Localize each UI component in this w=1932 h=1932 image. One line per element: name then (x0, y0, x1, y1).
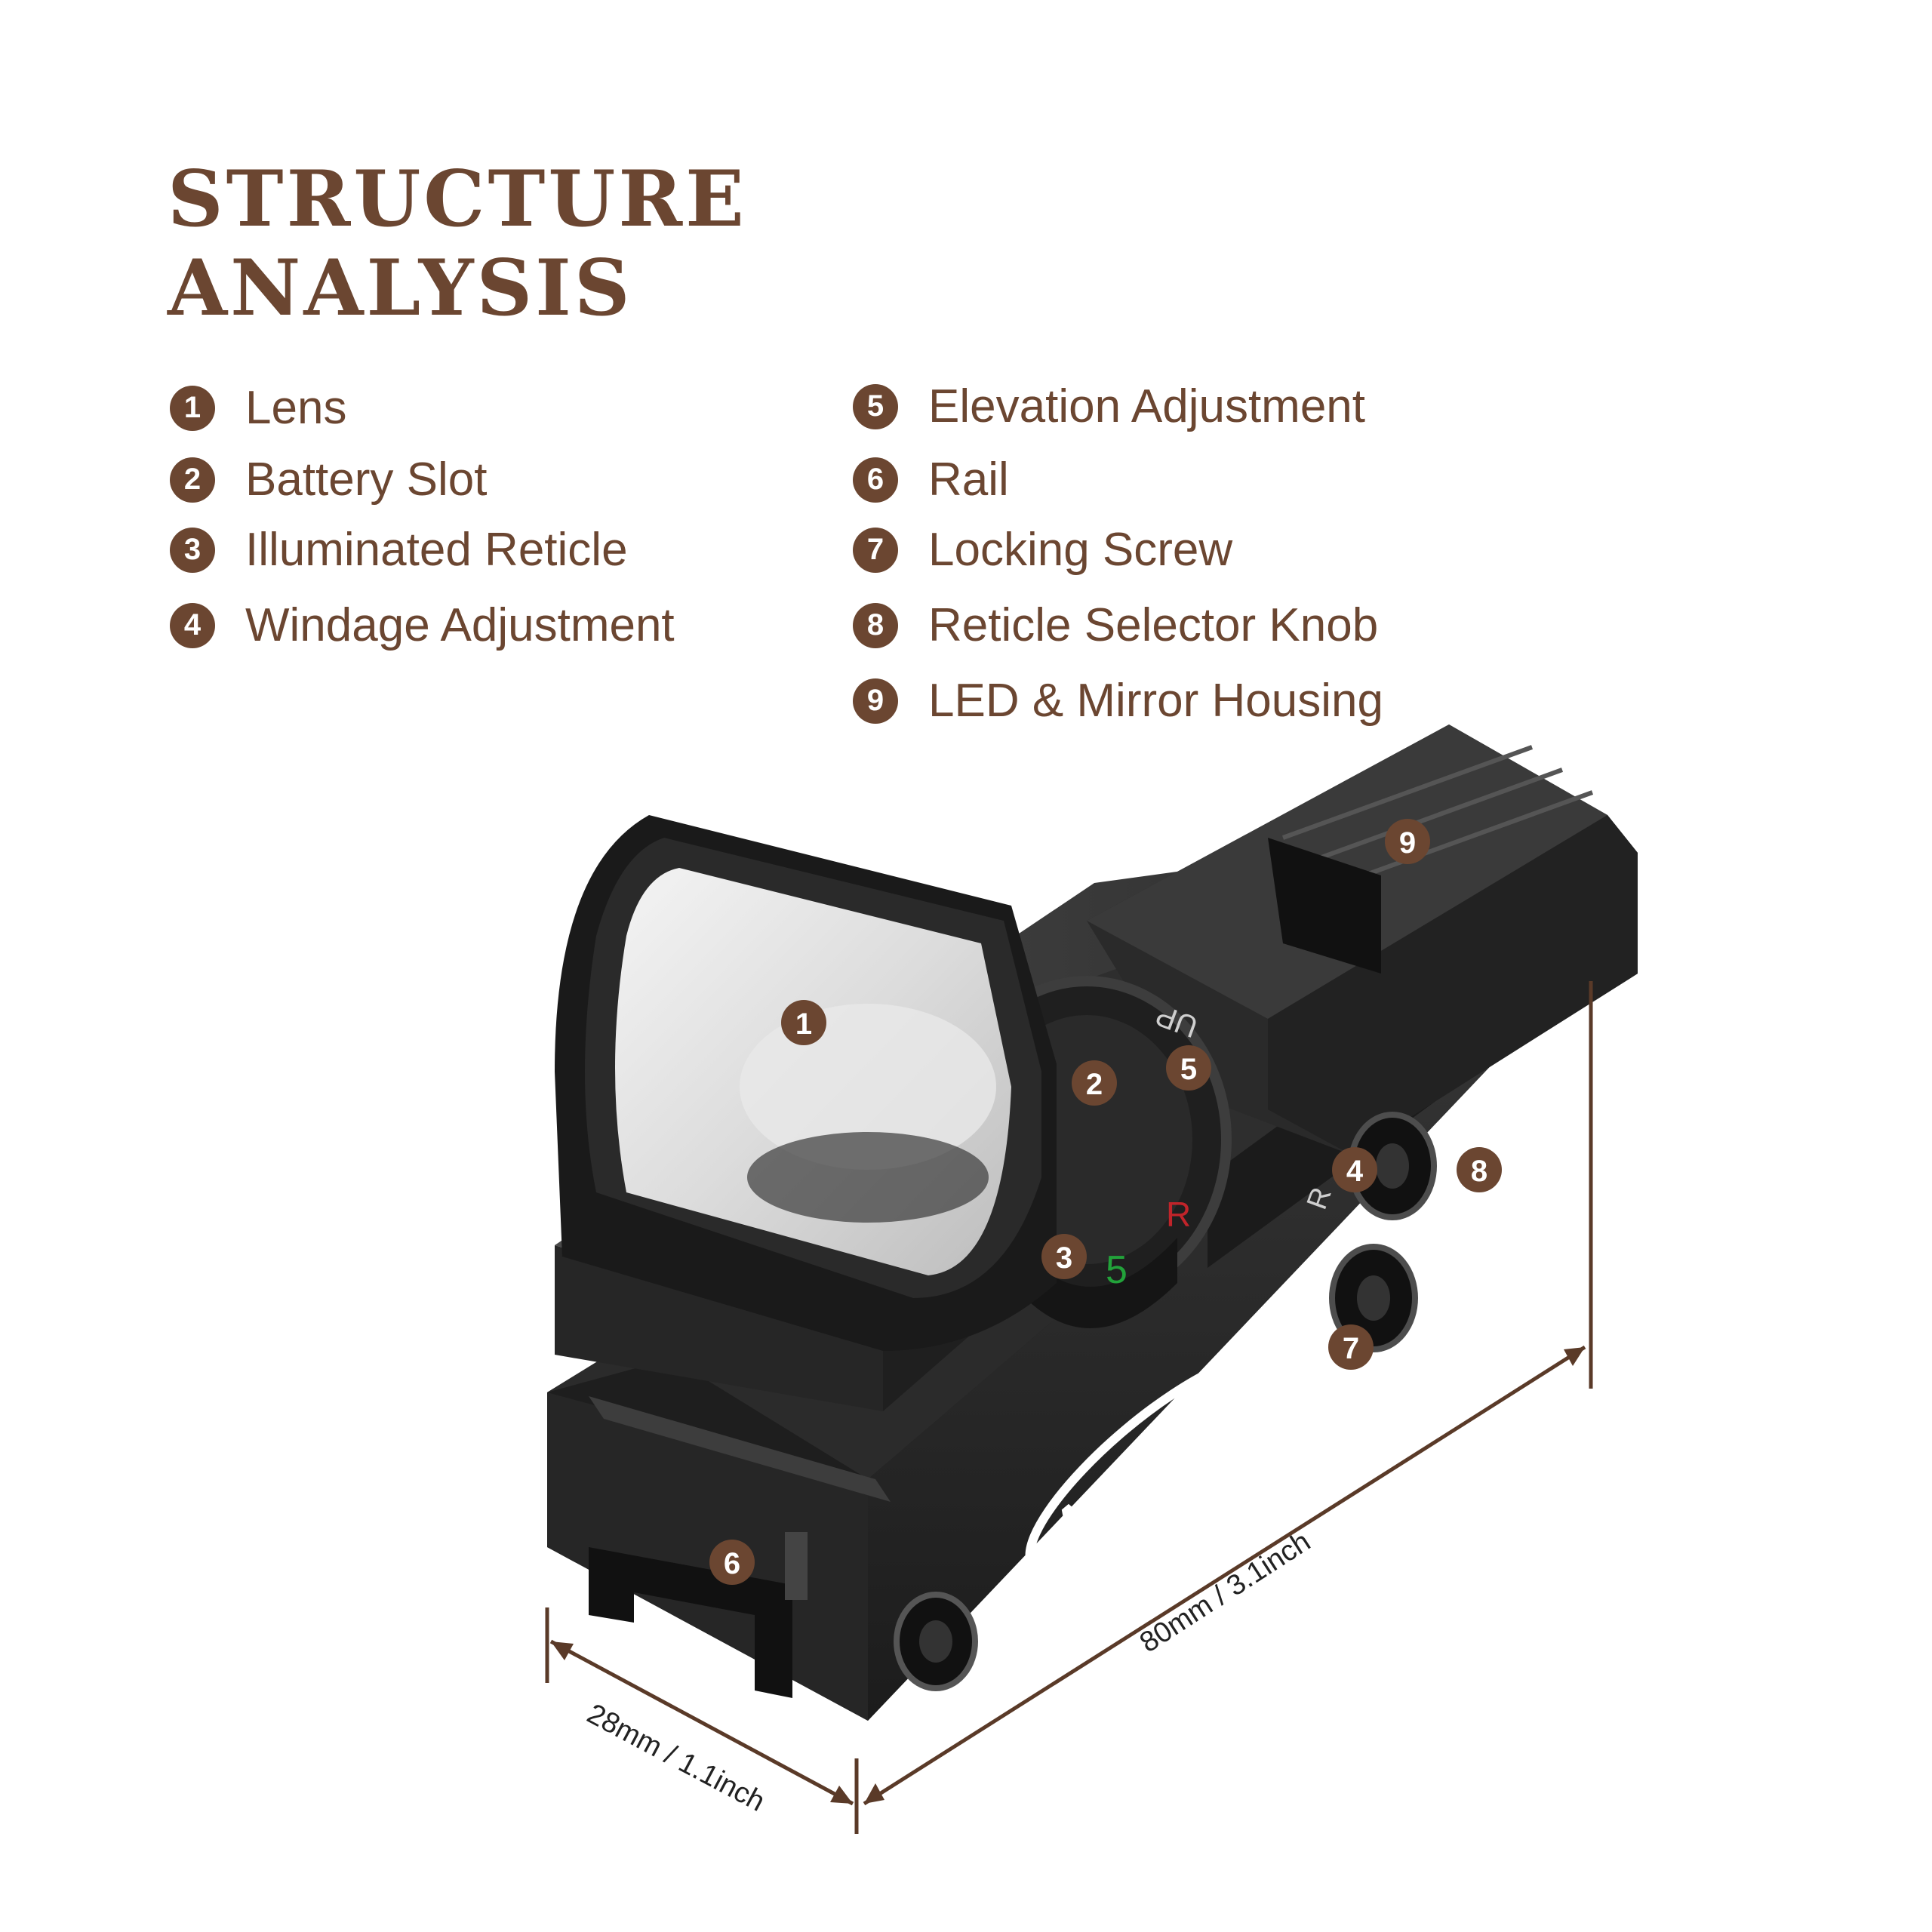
callout-8: 8 (1457, 1147, 1502, 1192)
callout-7: 7 (1328, 1324, 1374, 1370)
dial-number: 5 (1106, 1248, 1128, 1292)
callout-4: 4 (1332, 1147, 1377, 1192)
legend-label: Illuminated Reticle (245, 524, 628, 576)
length-dimension-line (863, 1345, 1586, 1806)
legend-label: Windage Adjustment (245, 599, 675, 651)
legend-label: Elevation Adjustment (928, 380, 1366, 432)
lens-frame (555, 815, 1057, 1351)
locking-screw (1329, 1244, 1418, 1352)
length-dimension-label: 80mm / 3.1inch (1134, 1526, 1316, 1660)
rail-screw (894, 1592, 978, 1691)
dimension-lines (545, 981, 1593, 1834)
led-mirror-housing (1087, 724, 1638, 1155)
legend-number: 3 (170, 527, 215, 573)
legend-number: 7 (853, 527, 898, 573)
legend-item-locking-screw: 7 Locking Screw (853, 523, 1232, 577)
title-line-2: ANALYSIS (168, 243, 633, 334)
legend-number: 5 (853, 383, 898, 429)
callout-number: 4 (1346, 1155, 1364, 1188)
legend-number: 4 (170, 602, 215, 648)
callout-1: 1 (781, 1000, 826, 1045)
callout-number: 6 (724, 1547, 740, 1580)
legend-number: 1 (170, 385, 215, 431)
callout-6: 6 (709, 1540, 755, 1585)
legend-item-led-mirror-housing: 9 LED & Mirror Housing (853, 674, 1383, 728)
legend-label: LED & Mirror Housing (928, 675, 1383, 727)
callout-number: 1 (795, 1008, 812, 1041)
callout-number: 9 (1399, 826, 1416, 860)
callout-number: 2 (1086, 1068, 1103, 1101)
legend-item-elevation-adjustment: 5 Elevation Adjustment (853, 380, 1365, 433)
legend-item-rail: 6 Rail (853, 453, 1009, 506)
callout-9: 9 (1385, 819, 1430, 864)
legend-number: 6 (853, 457, 898, 503)
legend-number: 8 (853, 602, 898, 648)
legend-label: Lens (245, 382, 347, 434)
legend-label: Locking Screw (928, 524, 1233, 576)
legend-label: Rail (928, 454, 1009, 506)
callout-5: 5 (1166, 1045, 1211, 1091)
callout-number: 3 (1056, 1241, 1072, 1275)
legend-item-illuminated-reticle: 3 Illuminated Reticle (170, 523, 628, 577)
dial-letter: R (1166, 1195, 1191, 1234)
callout-number: 8 (1471, 1155, 1487, 1188)
legend-number: 2 (170, 457, 215, 503)
width-dimension-label: 28mm / 1.1inch (582, 1698, 770, 1818)
legend-label: Reticle Selector Knob (928, 599, 1379, 651)
callout-3: 3 (1041, 1234, 1087, 1279)
callout-number: 5 (1180, 1053, 1197, 1086)
legend-item-reticle-selector-knob: 8 Reticle Selector Knob (853, 598, 1378, 652)
callout-number: 7 (1343, 1332, 1359, 1365)
legend-item-battery-slot: 2 Battery Slot (170, 453, 487, 506)
legend-number: 9 (853, 678, 898, 724)
callout-2: 2 (1072, 1060, 1117, 1106)
page-title: STRUCTURE ANALYSIS (168, 155, 747, 333)
legend-label: Battery Slot (245, 454, 488, 506)
width-dimension-line (549, 1639, 854, 1806)
legend-item-windage-adjustment: 4 Windage Adjustment (170, 598, 675, 652)
title-line-1: STRUCTURE (168, 154, 747, 245)
legend-item-lens: 1 Lens (170, 381, 346, 435)
